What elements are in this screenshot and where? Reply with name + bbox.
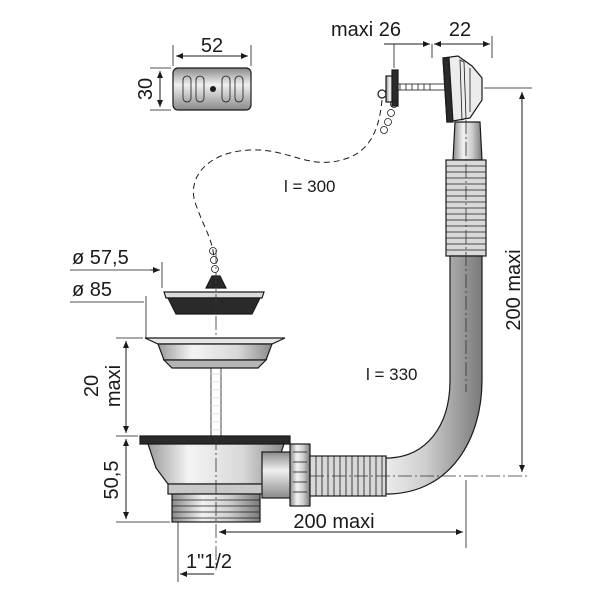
overflow-unit xyxy=(377,55,483,161)
body-height-max-label: maxi xyxy=(103,365,125,407)
vertical-dimension xyxy=(484,87,532,472)
overflow-cover-plate xyxy=(172,67,252,111)
overflow-dimensions xyxy=(384,36,493,68)
plate-dimensions xyxy=(150,45,252,111)
body-height-label: 20 xyxy=(81,375,103,397)
chain xyxy=(192,99,383,259)
chain-length-label: l = 300 xyxy=(284,177,336,196)
outlet-height-label: 50,5 xyxy=(101,461,123,500)
horizontal-dimension xyxy=(219,480,467,548)
spindle xyxy=(210,367,222,437)
plate-height-label: 30 xyxy=(135,78,157,100)
horizontal-max-label: 200 maxi xyxy=(293,511,374,533)
stopper-diameter-label: ø 57,5 xyxy=(72,247,129,269)
strainer-diameter-label: ø 85 xyxy=(72,279,112,301)
plate-width-label: 52 xyxy=(201,35,223,57)
overflow-hose xyxy=(309,159,487,497)
overflow-max-label: maxi 26 xyxy=(331,19,401,41)
thread-label: 1"1/2 xyxy=(186,551,232,573)
hose-length-label: l = 330 xyxy=(366,365,418,384)
strainer-bowl xyxy=(144,337,286,369)
vertical-max-label: 200 maxi xyxy=(503,249,525,330)
stopper-dimensions xyxy=(70,262,163,338)
overflow-depth-label: 22 xyxy=(449,19,471,41)
thread-dimension xyxy=(177,522,214,582)
left-dimensions xyxy=(116,337,170,523)
stopper xyxy=(163,275,265,315)
waste-body xyxy=(139,435,311,523)
chain-beads xyxy=(209,100,398,273)
